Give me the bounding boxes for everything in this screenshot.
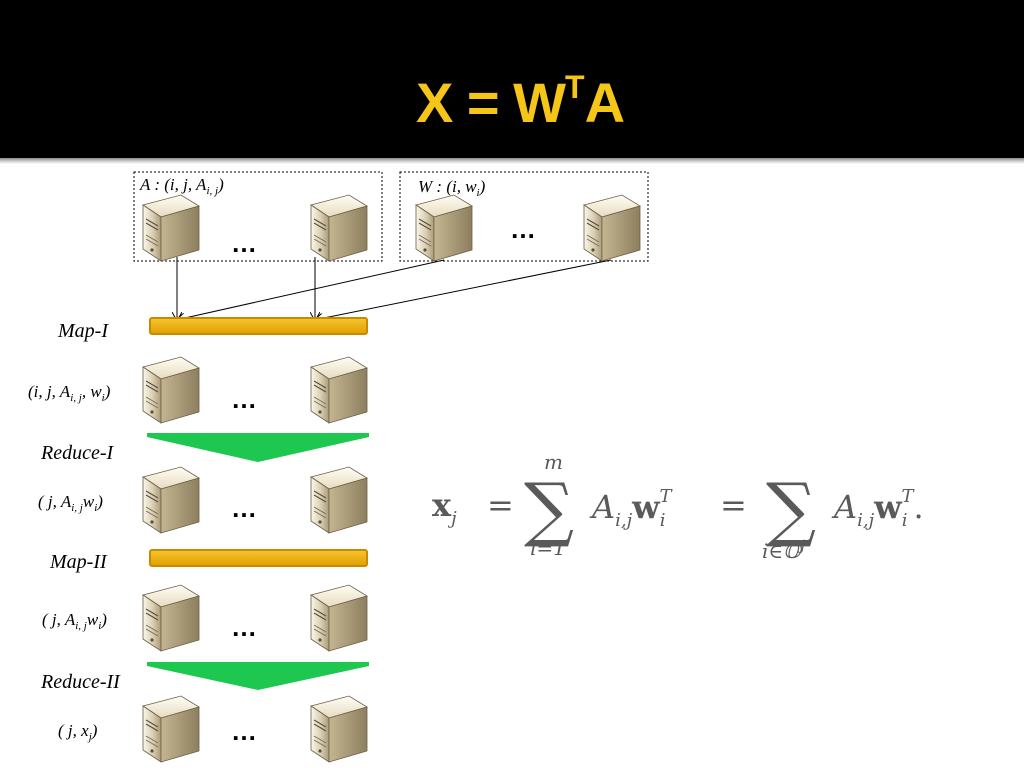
tuple-after-map-1: (i, j, Ai, j, wi) [28, 382, 111, 404]
server-icon [583, 194, 641, 262]
sum1-lower: i=1 [530, 536, 566, 560]
ellipsis: … [231, 384, 257, 414]
input-w-label: W : (i, wi) [418, 177, 486, 199]
server-icon [310, 695, 368, 763]
server-icon [310, 466, 368, 534]
sum1-symbol: ∑ [524, 468, 574, 550]
slide-title: X = WTA [0, 52, 1024, 138]
map-2-bar [149, 549, 368, 567]
server-icon [142, 356, 200, 424]
input-w-group [399, 171, 649, 262]
tuple-after-reduce-2: ( j, xj) [58, 721, 98, 743]
stage-label-reduce-1: Reduce-I [40, 442, 115, 464]
arrow [176, 259, 445, 320]
stage-label-reduce-2: Reduce-II [40, 671, 121, 693]
formula-term-2: Ai,jwiT. [834, 486, 924, 531]
ellipsis: … [231, 228, 257, 258]
formula-term-1: Ai,jwiT [592, 486, 672, 531]
arrow [314, 259, 612, 320]
formula-equals: = [487, 486, 514, 524]
server-icon [142, 584, 200, 652]
input-a-label: A : (i, j, Ai, j) [139, 175, 224, 197]
server-icon [310, 194, 368, 262]
title-bar [0, 0, 1024, 158]
formula-lhs: xj [432, 486, 457, 529]
title-base: X = W [415, 71, 566, 134]
ellipsis: … [231, 716, 257, 746]
title-superscript: T [565, 69, 585, 105]
server-icon [142, 194, 200, 262]
reduce-2-funnel [147, 662, 369, 690]
title-tail: A [584, 71, 625, 134]
ellipsis: … [510, 214, 536, 244]
stage-label-map-1: Map-I [57, 320, 109, 342]
map-1-bar [149, 317, 368, 335]
tuple-after-reduce-1: ( j, Ai, jwi) [38, 492, 103, 514]
stage-label-map-2: Map-II [49, 551, 108, 573]
tuple-after-map-2: ( j, Ai, jwi) [42, 610, 107, 632]
input-a-group [133, 171, 383, 262]
ellipsis: … [231, 493, 257, 523]
formula-equals: = [720, 486, 747, 524]
sum1-upper: m [544, 450, 563, 474]
sum2-lower: i∈𝕆j [762, 538, 805, 563]
ellipsis: … [231, 612, 257, 642]
server-icon [310, 356, 368, 424]
title-divider [0, 158, 1024, 164]
reduce-1-funnel [147, 433, 369, 462]
server-icon [142, 466, 200, 534]
server-icon [142, 695, 200, 763]
server-icon [415, 194, 473, 262]
server-icon [310, 584, 368, 652]
sum2-symbol: ∑ [766, 468, 816, 550]
